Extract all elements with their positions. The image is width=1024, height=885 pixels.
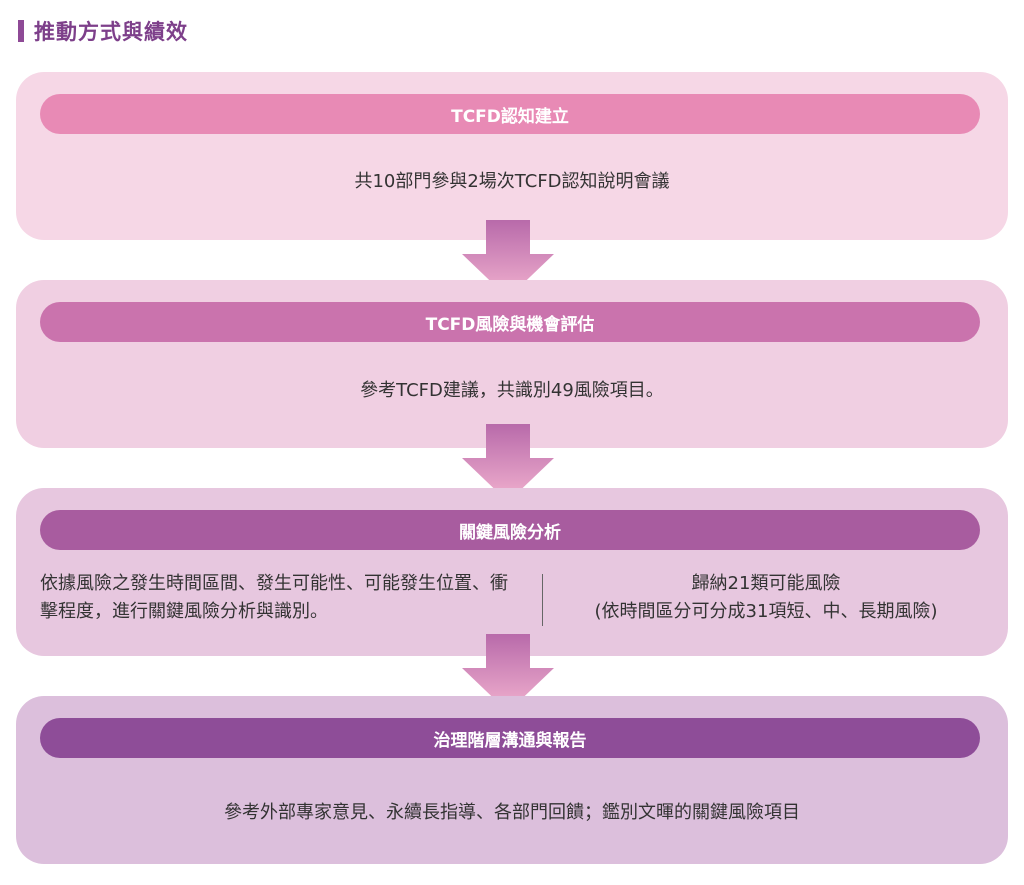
analysis-result-line: 歸納21類可能風險 — [691, 573, 841, 594]
step-title-pill: TCFD風險與機會評估 — [40, 302, 980, 342]
heading-accent-bar — [18, 20, 24, 42]
step-panel-reporting: 治理階層溝通與報告 參考外部專家意見、永續長指導、各部門回饋；鑑別文暉的關鍵風險… — [16, 696, 1008, 864]
down-arrow-icon — [462, 634, 554, 712]
step-title: TCFD風險與機會評估 — [425, 314, 595, 335]
analysis-method-text: 依據風險之發生時間區間、發生可能性、可能發生位置、衝擊程度，進行關鍵風險分析與識… — [40, 573, 508, 622]
step-description: 共10部門參與2場次TCFD認知說明會議 — [354, 171, 670, 192]
heading-title: 推動方式與績效 — [34, 20, 188, 44]
vertical-divider — [542, 574, 543, 626]
step-panel-analysis: 關鍵風險分析 依據風險之發生時間區間、發生可能性、可能發生位置、衝擊程度，進行關… — [16, 488, 1008, 656]
down-arrow-icon — [462, 424, 554, 502]
step-panel-awareness: TCFD認知建立 共10部門參與2場次TCFD認知說明會議 — [16, 72, 1008, 240]
step-title: 治理階層溝通與報告 — [433, 730, 587, 751]
analysis-result: 歸納21類可能風險 (依時間區分可分成31項短、中、長期風險) — [556, 570, 976, 626]
down-arrow-icon — [462, 220, 554, 298]
step-title-pill: 治理階層溝通與報告 — [40, 718, 980, 758]
step-title-pill: 關鍵風險分析 — [40, 510, 980, 550]
analysis-result-note: (依時間區分可分成31項短、中、長期風險) — [594, 601, 938, 622]
step-title-pill: TCFD認知建立 — [40, 94, 980, 134]
step-description: 參考外部專家意見、永續長指導、各部門回饋；鑑別文暉的關鍵風險項目 — [224, 802, 800, 823]
step-panel-assessment: TCFD風險與機會評估 參考TCFD建議，共識別49風險項目。 — [16, 280, 1008, 448]
step-title: 關鍵風險分析 — [459, 522, 561, 543]
section-heading: 推動方式與績效 — [18, 16, 188, 46]
step-title: TCFD認知建立 — [451, 106, 569, 127]
step-description: 參考TCFD建議，共識別49風險項目。 — [360, 380, 664, 401]
